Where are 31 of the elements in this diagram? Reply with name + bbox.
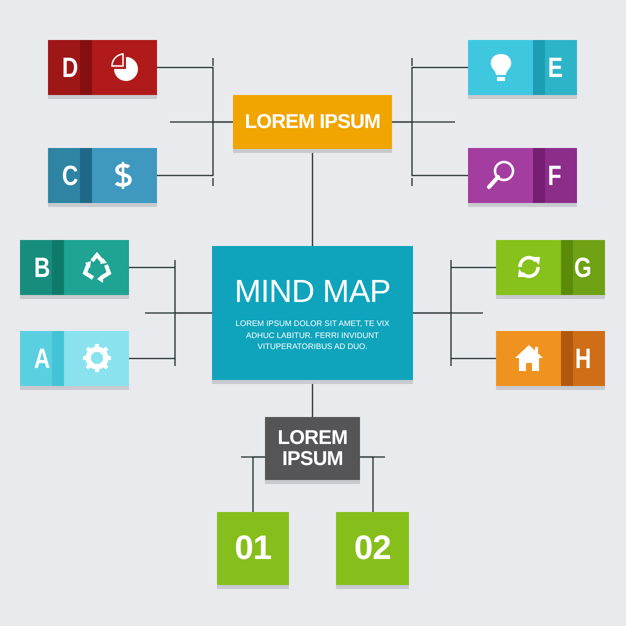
letter-tile	[468, 40, 577, 95]
topic-box	[265, 417, 360, 480]
connector-line	[413, 312, 496, 360]
tile-letter: C	[62, 160, 78, 192]
letter-tile	[468, 148, 577, 203]
topic-label: LOREM IPSUM	[276, 428, 348, 470]
connector-line	[129, 312, 212, 360]
tile-letter: G	[574, 252, 592, 284]
letter-tile	[20, 331, 129, 386]
tile-letter: D	[62, 52, 78, 84]
description-text: LOREM IPSUM DOLOR SIT AMET, TE VIX ADHUC LABITUR. FERRI INVIDUNT VITUPERATORIBUS AD DUO.	[234, 318, 390, 353]
topic-label: LOREM IPSUM	[244, 112, 380, 132]
tile-letter: E	[548, 52, 562, 84]
central-title: MIND MAP	[234, 273, 390, 310]
number-box	[336, 512, 409, 585]
connector-line	[392, 121, 468, 176]
connector-line	[157, 121, 233, 176]
letter-tile	[20, 240, 129, 295]
tile-letter: B	[34, 252, 50, 284]
letter-tile	[496, 240, 605, 295]
letter-tile	[48, 148, 157, 203]
topic-box	[233, 95, 392, 149]
letter-tile	[48, 40, 157, 95]
tile-letter: A	[34, 342, 50, 374]
central-topic-box	[212, 246, 413, 380]
tile-letter: H	[574, 342, 592, 374]
box-number: 01	[234, 530, 272, 566]
letter-tile	[496, 331, 605, 386]
tile-letter: F	[548, 160, 562, 192]
number-box	[217, 512, 289, 585]
box-number: 02	[354, 530, 391, 566]
